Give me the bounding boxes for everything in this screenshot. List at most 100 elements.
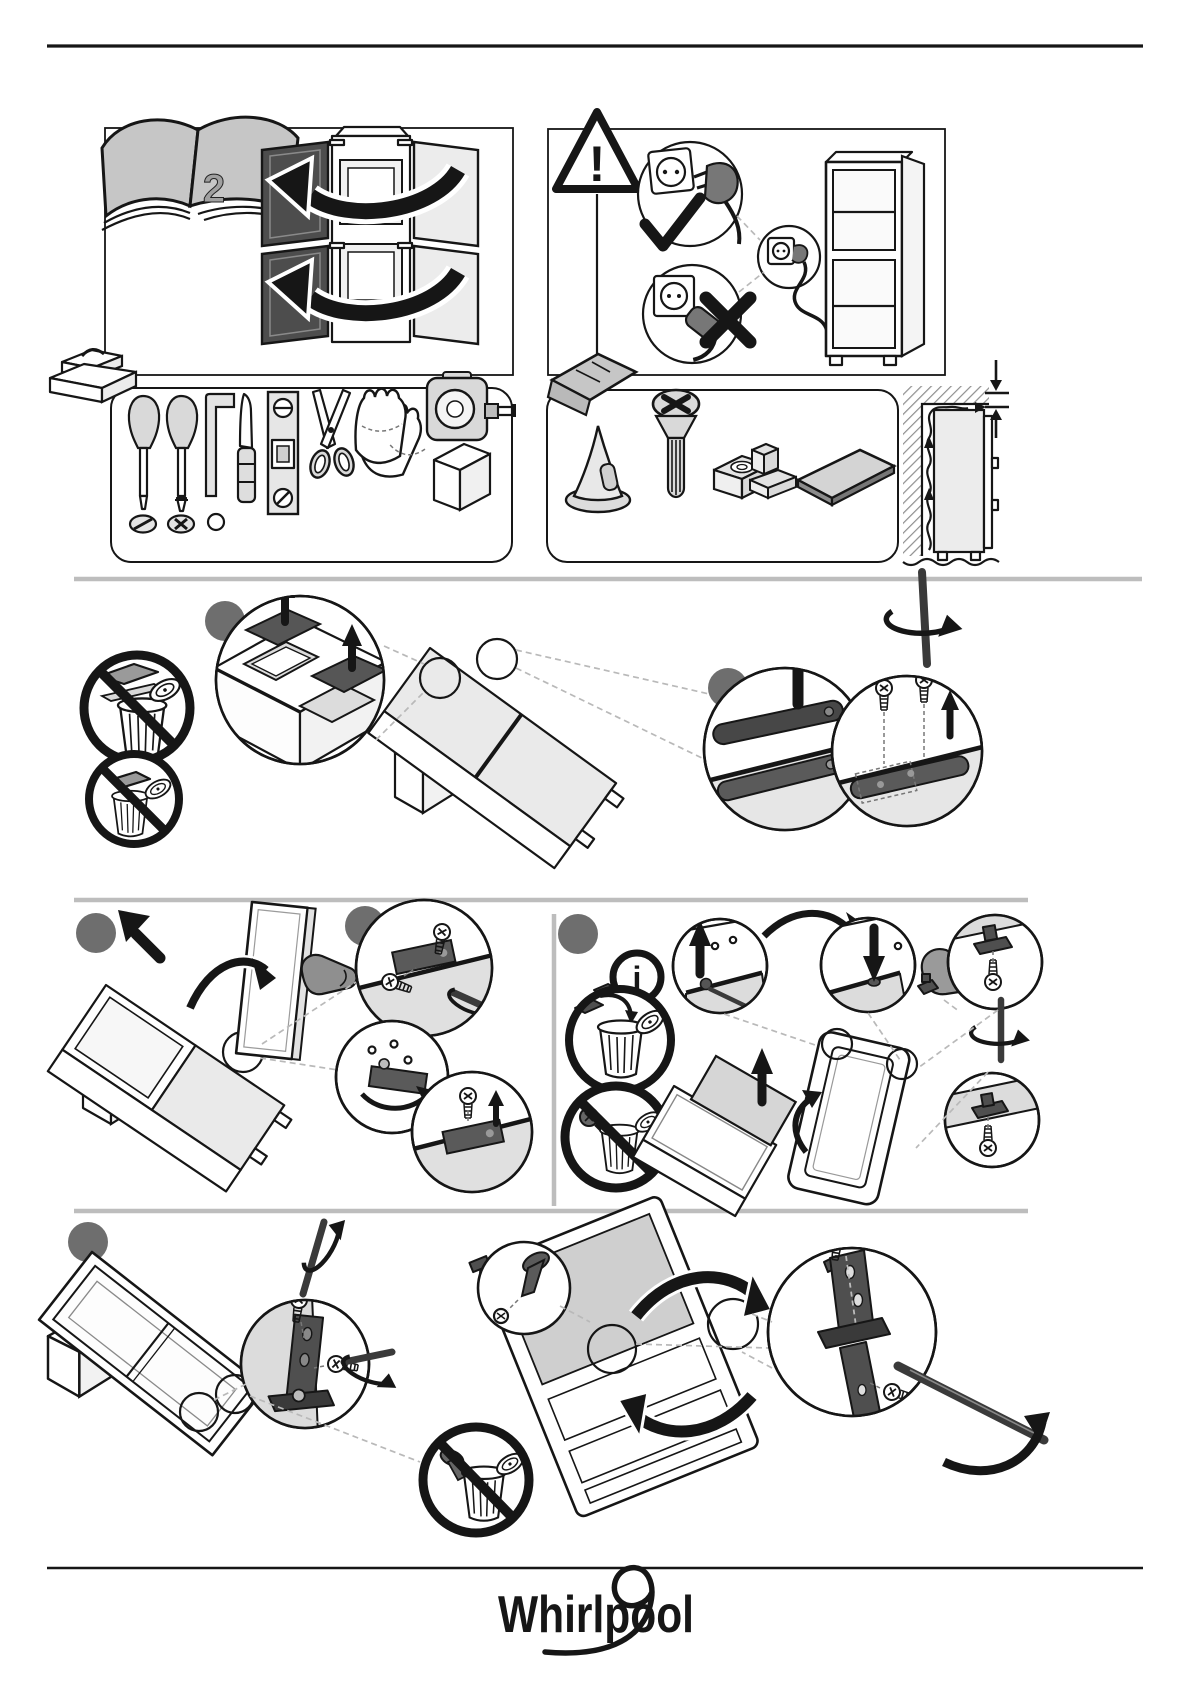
- frame-corner-callout-1: [820, 1027, 854, 1061]
- screwdriver-top: [886, 568, 962, 668]
- detail-unscrew-bracket-content: [356, 921, 492, 1036]
- cover-plate-icon: [795, 448, 897, 507]
- airflow-wavy-line: [926, 405, 969, 551]
- warning-triangle-icon: !: [552, 108, 642, 193]
- socket-with-plug-correct-circle: [636, 140, 744, 252]
- prohibition-bar: [99, 765, 169, 835]
- hatched-wall-left: [903, 404, 922, 556]
- vertical-screwdriver: [971, 996, 1030, 1064]
- minimum-gap-arrows: [985, 360, 1009, 438]
- fridge-without-doors: [37, 1250, 267, 1457]
- step-marker: [76, 913, 116, 953]
- corner-callout-circle-1: [418, 656, 462, 700]
- corner-callout-circle-2: [475, 637, 519, 681]
- door-panel: [689, 1054, 798, 1147]
- plug-angled-wrong-circle: [641, 263, 757, 365]
- door-pin: [699, 977, 713, 991]
- toolbox-icon: [48, 348, 138, 404]
- spirit-level-icon: [266, 390, 300, 516]
- spacer-blocks-icon: [712, 442, 798, 500]
- step-6: [37, 1196, 1050, 1538]
- phillips-cross: [174, 517, 188, 531]
- dashed-connectors: [213, 1305, 773, 1463]
- screwdriver-top: [301, 1213, 350, 1298]
- cross-icon: [699, 291, 757, 349]
- panel-clearance: [902, 360, 1009, 567]
- footer-brand: Whirlpool: [498, 1565, 694, 1656]
- allen-key-icon: [204, 392, 236, 498]
- airflow-arrowhead-right: [975, 402, 986, 413]
- cover-plate-lifted-1: [243, 608, 323, 647]
- slot: [133, 517, 153, 531]
- info-mark: i: [633, 960, 642, 996]
- rotate-arrow-top: [628, 1267, 775, 1322]
- panel-parts: [546, 352, 899, 563]
- prohibition-bar: [436, 1439, 516, 1521]
- dashed-connectors: [375, 645, 719, 761]
- plain-screw-head-icon: [206, 512, 226, 532]
- screwdriver-side: [339, 1348, 401, 1393]
- plug-body: [703, 162, 739, 205]
- cone-cap-icon: [564, 425, 632, 514]
- fridge-with-power-cord: [824, 150, 926, 367]
- step-1: [79, 594, 719, 870]
- countersunk-screw-icon: [651, 388, 701, 499]
- detail-foot-top-content: [948, 915, 1042, 991]
- lift-door-from-cabinet: [631, 1048, 798, 1218]
- step-5: i: [558, 909, 1044, 1218]
- work-gloves-icon: [354, 387, 429, 484]
- scissors-icon: [309, 388, 355, 479]
- warning-mark: !: [589, 136, 606, 192]
- open-door: [900, 154, 926, 358]
- step-2: [702, 568, 984, 832]
- diagonal-screwdriver: [893, 1361, 1050, 1476]
- door-corner-callout-1: [586, 1323, 638, 1375]
- hinge-bracket: [441, 1118, 506, 1155]
- whirlpool-swirl-icon: [542, 1565, 655, 1656]
- parts-bag-icon: [546, 352, 639, 417]
- door-frame-with-callouts: [787, 1027, 919, 1206]
- spacer-cube-icon: [432, 442, 492, 512]
- panel-door-reversal: 2: [100, 115, 514, 376]
- frame-corner-callout-2: [885, 1047, 919, 1081]
- hinge-bracket: [367, 1065, 429, 1095]
- up-left-arrow: [118, 910, 166, 964]
- reverse-arrow-top: [264, 154, 470, 225]
- step-marker: [558, 914, 598, 954]
- flat-screwdriver-icon: [127, 394, 161, 511]
- step-4: [259, 898, 534, 1194]
- door-corner-callout-2: [706, 1297, 760, 1351]
- plug-cable: [723, 199, 742, 245]
- fridge-side-view: [932, 408, 986, 554]
- door-pin: [520, 1258, 546, 1298]
- fridge-door-edge: [982, 414, 994, 550]
- wall-inner-edge: [920, 402, 989, 556]
- detail-lift-hinge-content: [704, 668, 866, 830]
- whirlpool-logo-text: Whirlpool: [498, 1586, 694, 1644]
- book-page-number: 2: [203, 167, 225, 211]
- ground-wavy-line: [902, 557, 1000, 567]
- reverse-arrow-bottom: [264, 256, 470, 327]
- phillips-screwdriver-icon: [165, 394, 199, 513]
- curved-arrow: [184, 955, 276, 1011]
- hand-holding-door-icon: [300, 953, 358, 996]
- discard-parts-into-bin-circle: [565, 983, 675, 1095]
- corner-callout-circle-1: [178, 1391, 220, 1433]
- detail-foot-bottom-content: [945, 1074, 1039, 1157]
- hatched-wall-top: [903, 386, 989, 404]
- pin-callout-circle: [476, 1240, 572, 1336]
- detail-lift-covers-content: [216, 596, 384, 764]
- prohibition-bar: [96, 667, 178, 749]
- hinge-plate-lifted: [712, 699, 844, 746]
- do-not-discard-pin-sign: [418, 1422, 534, 1538]
- step-marker: [68, 1222, 108, 1262]
- rotation-arrowhead: [1024, 1412, 1050, 1442]
- prohibition-sign-plate: [85, 750, 183, 848]
- dashed-connectors: [736, 215, 765, 293]
- small-wall-socket-circle: [756, 224, 832, 350]
- dashed-connectors: [259, 981, 357, 1071]
- airflow-arrowhead-up1: [924, 488, 934, 500]
- prohibition-sign-covers: [79, 650, 195, 766]
- fridge-laid-down: [46, 983, 293, 1193]
